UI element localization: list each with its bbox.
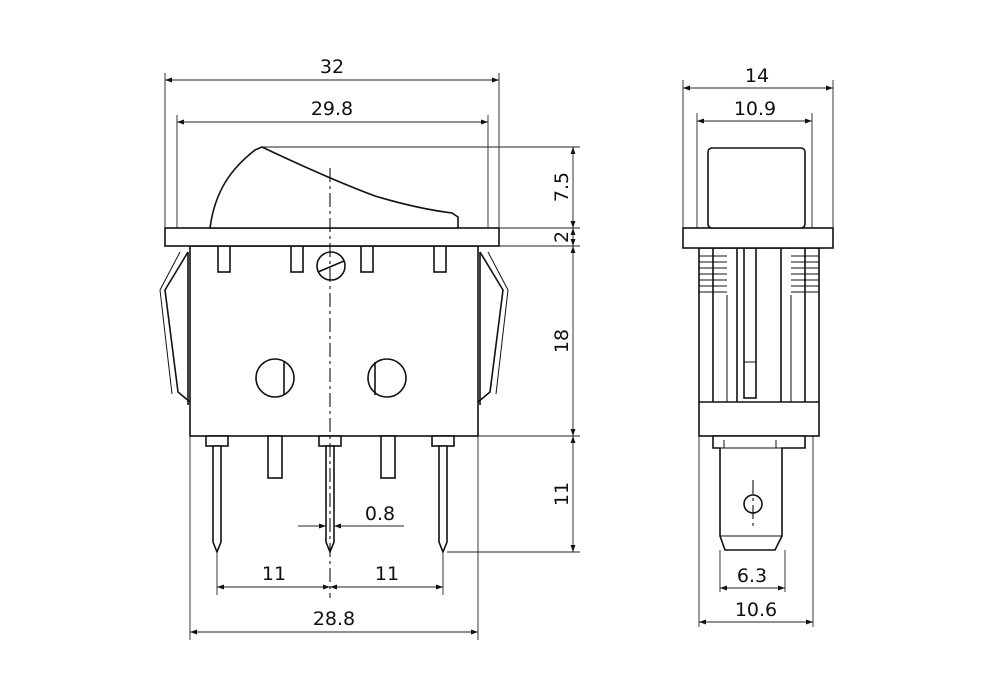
side-grip-ribs-left	[699, 255, 727, 293]
side-extension-lines	[682, 80, 834, 627]
dim-terminal-width: 6.3	[737, 565, 767, 587]
pin-left	[205, 435, 229, 555]
internal-posts	[217, 245, 447, 273]
left-spring-clip	[159, 251, 191, 405]
mounting-hole-left	[255, 358, 295, 398]
dim-body-width: 28.8	[313, 608, 355, 630]
dim-side-body-width: 10.6	[735, 599, 777, 621]
pin-right	[431, 435, 455, 555]
dim-front-width-overall: 32	[320, 56, 344, 78]
dim-pin-pitch-right: 11	[375, 563, 399, 585]
side-terminal	[712, 435, 806, 551]
mounting-legs	[267, 435, 396, 479]
dim-pin-length: 11	[551, 482, 573, 506]
dim-pin-pitch-left: 11	[262, 563, 286, 585]
rocker-actuator	[209, 146, 459, 229]
side-dimension-lines	[683, 85, 833, 625]
dim-front-width-rocker: 29.8	[311, 98, 353, 120]
dim-side-width-overall: 14	[745, 65, 769, 87]
front-dimension-lines	[165, 77, 576, 635]
dim-side-width-rocker: 10.9	[734, 98, 776, 120]
mounting-hole-right	[367, 358, 407, 398]
side-housing-body	[698, 247, 820, 437]
screw-head	[316, 251, 346, 281]
side-rocker	[707, 147, 806, 229]
side-view: 14 10.9 6.3 10.6	[682, 65, 834, 627]
side-grip-ribs-right	[791, 255, 819, 293]
side-flange	[682, 227, 834, 249]
dim-body-height: 18	[551, 329, 573, 353]
mounting-flange	[164, 227, 500, 247]
right-spring-clip	[477, 251, 509, 405]
dim-rocker-height: 7.5	[551, 172, 573, 202]
dim-pin-width: 0.8	[365, 503, 395, 525]
dim-flange-thickness: 2	[551, 231, 573, 243]
front-view: 32 29.8 7.5 2 18 11 0.8 11 11 28.8	[159, 56, 580, 640]
